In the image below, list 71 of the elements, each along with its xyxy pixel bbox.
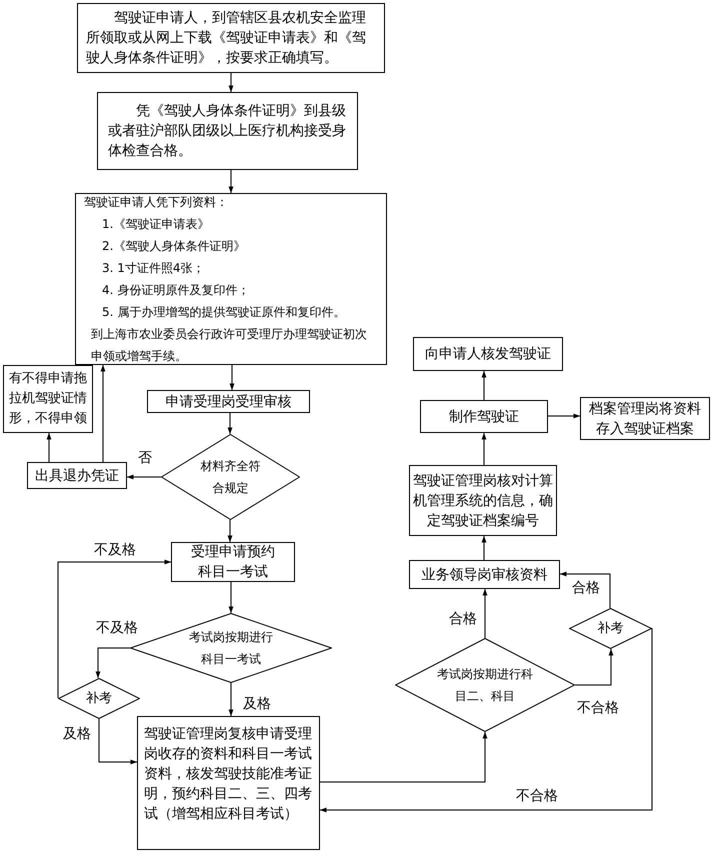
- process-box: [97, 92, 358, 170]
- arrow: [46, 432, 52, 462]
- node-text: 业务领导岗审核资料: [420, 566, 548, 584]
- arrow: [228, 412, 232, 434]
- process-box: [137, 716, 320, 850]
- arrow: [230, 364, 234, 390]
- edge-label: 否: [137, 450, 153, 466]
- node-text: 驾驶证管理岗复核申请受理岗收存的资料和科目一考试资料，核发驾驶技能准考证明，预约科目二、三、四考试（增驾相应科目考试）: [144, 725, 313, 824]
- node-text: 考试岗按期进行科目一考试: [188, 629, 274, 668]
- node-text: 驾驶证申请人，到管辖区县农机安全监理所领取或从网上下载《驾驶证申请表》和《驾驶人身体条件证明》，按要求正确填写。: [86, 9, 367, 68]
- arrow: [58, 560, 172, 698]
- arrow: [96, 648, 130, 678]
- arrow: [574, 648, 614, 686]
- arrow: [560, 572, 610, 608]
- process-box: [171, 542, 295, 582]
- process-box: [420, 400, 548, 433]
- edge-label: 不合格: [576, 700, 620, 716]
- node-text: 考试岗按期进行科目二、科目: [437, 666, 533, 705]
- arrow: [482, 370, 486, 400]
- arrow: [228, 170, 234, 194]
- arrow: [320, 628, 652, 812]
- arrow: [548, 414, 580, 418]
- node-text: 申请受理岗受理审核: [164, 392, 292, 412]
- list-item: 1.《驾驶证申请表》: [101, 216, 210, 233]
- process-box: [580, 397, 710, 440]
- decision-diamond: [161, 434, 300, 520]
- process-box: [413, 337, 563, 371]
- process-box: [27, 462, 127, 489]
- edge-label: 不合格: [515, 788, 559, 804]
- list-item: 2.《驾驶人身体条件证明》: [101, 238, 246, 255]
- edge-label: 合格: [571, 580, 601, 596]
- node-text: 出具退办凭证: [34, 466, 120, 486]
- node-text: 补考: [598, 620, 624, 638]
- node-text: 补考: [86, 690, 112, 708]
- arrow: [228, 582, 234, 614]
- node-text: 受理申请预约科目一考试: [190, 543, 276, 582]
- arrow: [228, 72, 234, 92]
- arrow: [126, 474, 162, 480]
- list-item: 3. 1寸证件照4张；: [101, 260, 206, 277]
- process-box: [77, 3, 385, 73]
- note-text: 到上海市农业委员会行政许可受理厅办理驾驶证初次申领或增驾手续。: [90, 326, 368, 365]
- arrow: [228, 520, 232, 542]
- node-text: 驾驶证管理岗核对计算机管理系统的信息，确定驾驶证档案编号: [412, 472, 554, 530]
- node-text: 材料齐全符合规定: [200, 458, 262, 497]
- arrow: [100, 364, 106, 462]
- node-text: 凭《驾驶人身体条件证明》到县级或者驻沪部队团级以上医疗机构接受身体检查合格。: [108, 102, 347, 161]
- process-box: [147, 390, 310, 413]
- heading-text: 驾驶证申请人凭下列资料：: [84, 194, 229, 211]
- edge-label: 合格: [448, 611, 478, 627]
- process-box: [409, 560, 560, 589]
- arrow: [228, 682, 234, 716]
- node-text: 制作驾驶证: [448, 408, 520, 426]
- node-text: 档案管理岗将资料存入驾驶证档案: [589, 400, 701, 438]
- list-item: 4. 身份证明原件及复印件；: [101, 282, 250, 299]
- process-box: [75, 193, 387, 365]
- arrow: [320, 732, 488, 782]
- arrow: [482, 536, 486, 560]
- arrow: [482, 432, 486, 466]
- decision-diamond: [569, 608, 652, 649]
- arrow: [482, 588, 488, 638]
- decision-diamond: [58, 678, 140, 719]
- edge-label: 及格: [242, 696, 272, 712]
- list-item: 5. 属于办理增驾的提供驾驶证原件和复印件。: [101, 304, 346, 321]
- edge-label: 不及格: [95, 620, 139, 636]
- decision-diamond: [395, 638, 575, 732]
- process-box: [409, 465, 557, 536]
- edge-label: 及格: [62, 726, 92, 742]
- edge-label: 不及格: [93, 542, 137, 558]
- arrow: [98, 718, 138, 764]
- node-text: 有不得申请拖拉机驾驶证情形，不得申领: [8, 370, 88, 428]
- node-text: 向申请人核发驾驶证: [424, 345, 552, 364]
